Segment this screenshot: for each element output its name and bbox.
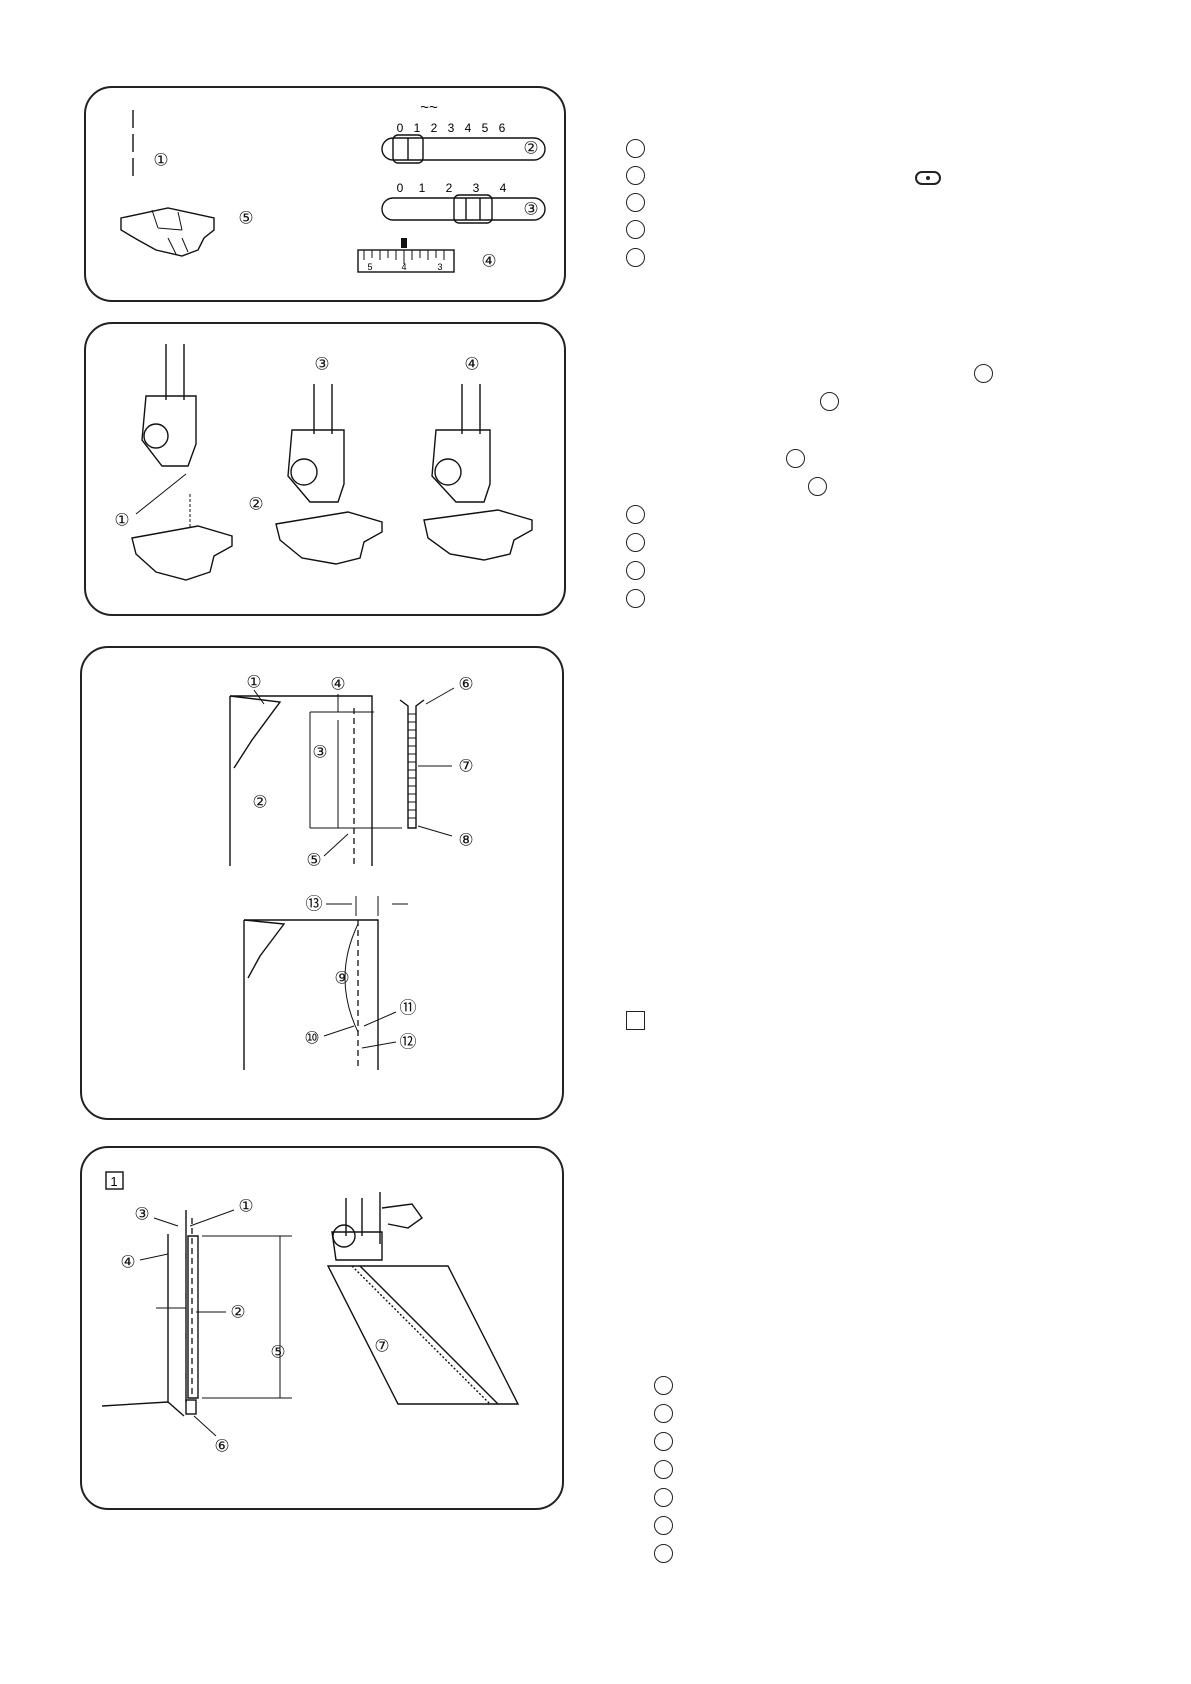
presser-holder-b (287, 429, 345, 503)
settings-panel: ① ~~ 0 1 2 3 4 5 6 ② 0 1 2 3 4 ③ ⑤ (84, 86, 566, 302)
marker (654, 1544, 673, 1563)
label-4: ④ (464, 355, 479, 374)
svg-text:③: ③ (312, 743, 327, 762)
svg-text:1: 1 (414, 121, 421, 135)
label-5: ⑤ (238, 209, 253, 228)
marker (654, 1376, 673, 1395)
label-2: ② (248, 495, 263, 514)
svg-text:1: 1 (419, 181, 426, 195)
svg-text:⑨: ⑨ (334, 969, 349, 988)
svg-text:①: ① (238, 1197, 253, 1216)
presser-holder-a (141, 395, 197, 467)
attach-foot-panel: ① ② ③ ④ (84, 322, 566, 616)
marker (974, 364, 993, 383)
svg-text:4: 4 (465, 121, 472, 135)
marker (626, 220, 645, 239)
svg-text:4: 4 (401, 262, 406, 272)
zigzag-symbol: ~~ (420, 99, 438, 116)
svg-text:5: 5 (367, 262, 372, 272)
svg-text:3: 3 (448, 121, 455, 135)
length-slider-knob (453, 194, 493, 224)
fabric-upper (229, 695, 373, 866)
length-slider-track (381, 197, 546, 221)
sew-zipper-figure: 1 ③ ① ④ ② ⑤ ⑥ ⑦ (101, 1171, 520, 1456)
prepare-zipper-panel: ① ② ④ ③ ⑤ ⑥ ⑦ ⑧ ⑬ (80, 646, 564, 1120)
step-box (105, 1171, 124, 1190)
presser-holder-c (431, 429, 491, 503)
label-3: ③ (314, 355, 329, 374)
marker (654, 1516, 673, 1535)
label-4: ④ (481, 252, 496, 271)
zigzag-foot-body (120, 207, 215, 257)
sew-zipper-panel: 1 ③ ① ④ ② ⑤ ⑥ ⑦ (80, 1146, 564, 1510)
needle-position-icon (915, 171, 941, 185)
svg-text:④: ④ (120, 1253, 135, 1272)
fabric-sheet (326, 1265, 520, 1405)
tension-dial (357, 249, 455, 273)
foot-c (423, 509, 533, 561)
marker (654, 1460, 673, 1479)
svg-text:⑬: ⑬ (306, 895, 323, 914)
marker (626, 505, 645, 524)
marker (626, 166, 645, 185)
zipper (399, 699, 425, 829)
marker (626, 248, 645, 267)
marker (626, 533, 645, 552)
step-square (626, 1011, 645, 1030)
foot-b (275, 511, 383, 565)
label-1: ① (114, 511, 129, 530)
dial-pointer (401, 238, 407, 248)
svg-text:3: 3 (437, 262, 442, 272)
svg-text:⑪: ⑪ (400, 999, 417, 1018)
svg-text:⑤: ⑤ (306, 851, 321, 870)
foot-a (131, 525, 233, 581)
label-1: ① (153, 151, 168, 170)
svg-text:6: 6 (499, 121, 506, 135)
svg-text:④: ④ (330, 675, 345, 694)
zipper-teeth (351, 1265, 491, 1405)
marker (626, 561, 645, 580)
svg-text:⑤: ⑤ (270, 1343, 285, 1362)
svg-text:2: 2 (446, 181, 453, 195)
svg-text:3: 3 (473, 181, 480, 195)
svg-text:4: 4 (500, 181, 507, 195)
marker (626, 139, 645, 158)
label-3: ③ (523, 200, 538, 219)
fabric-fold (229, 695, 282, 769)
svg-text:②: ② (230, 1303, 245, 1322)
svg-text:⑫: ⑫ (400, 1033, 417, 1052)
svg-text:③: ③ (134, 1205, 149, 1224)
svg-text:⑦: ⑦ (374, 1337, 389, 1356)
marker (654, 1432, 673, 1451)
svg-text:0: 0 (397, 181, 404, 195)
marker (626, 589, 645, 608)
settings-figure: ① ~~ 0 1 2 3 4 5 6 ② 0 1 2 3 4 ③ ⑤ (120, 99, 546, 273)
fabric-base (101, 1401, 185, 1417)
label-2: ② (523, 139, 538, 158)
zipper-foot (331, 1231, 383, 1261)
marker (626, 193, 645, 212)
svg-text:①: ① (246, 673, 261, 692)
marker (654, 1404, 673, 1423)
prepare-zipper-figure: ① ② ④ ③ ⑤ ⑥ ⑦ ⑧ ⑬ (229, 673, 474, 1070)
marker (820, 392, 839, 411)
svg-text:⑥: ⑥ (458, 675, 473, 694)
svg-text:⑥: ⑥ (214, 1437, 229, 1456)
svg-text:⑩: ⑩ (304, 1029, 319, 1048)
svg-text:1: 1 (110, 1174, 117, 1189)
width-slider-track (381, 137, 546, 161)
svg-text:⑦: ⑦ (458, 757, 473, 776)
width-slider-knob (392, 134, 424, 164)
svg-text:5: 5 (482, 121, 489, 135)
width-scale-0: 0 (397, 121, 404, 135)
marker (654, 1488, 673, 1507)
screw-a (143, 423, 169, 449)
svg-text:⑧: ⑧ (458, 831, 473, 850)
svg-text:②: ② (252, 793, 267, 812)
svg-text:2: 2 (431, 121, 438, 135)
marker (786, 449, 805, 468)
marker (808, 477, 827, 496)
attach-foot-figure: ① ② ③ ④ (114, 344, 533, 581)
zipper-tape (187, 1235, 199, 1399)
